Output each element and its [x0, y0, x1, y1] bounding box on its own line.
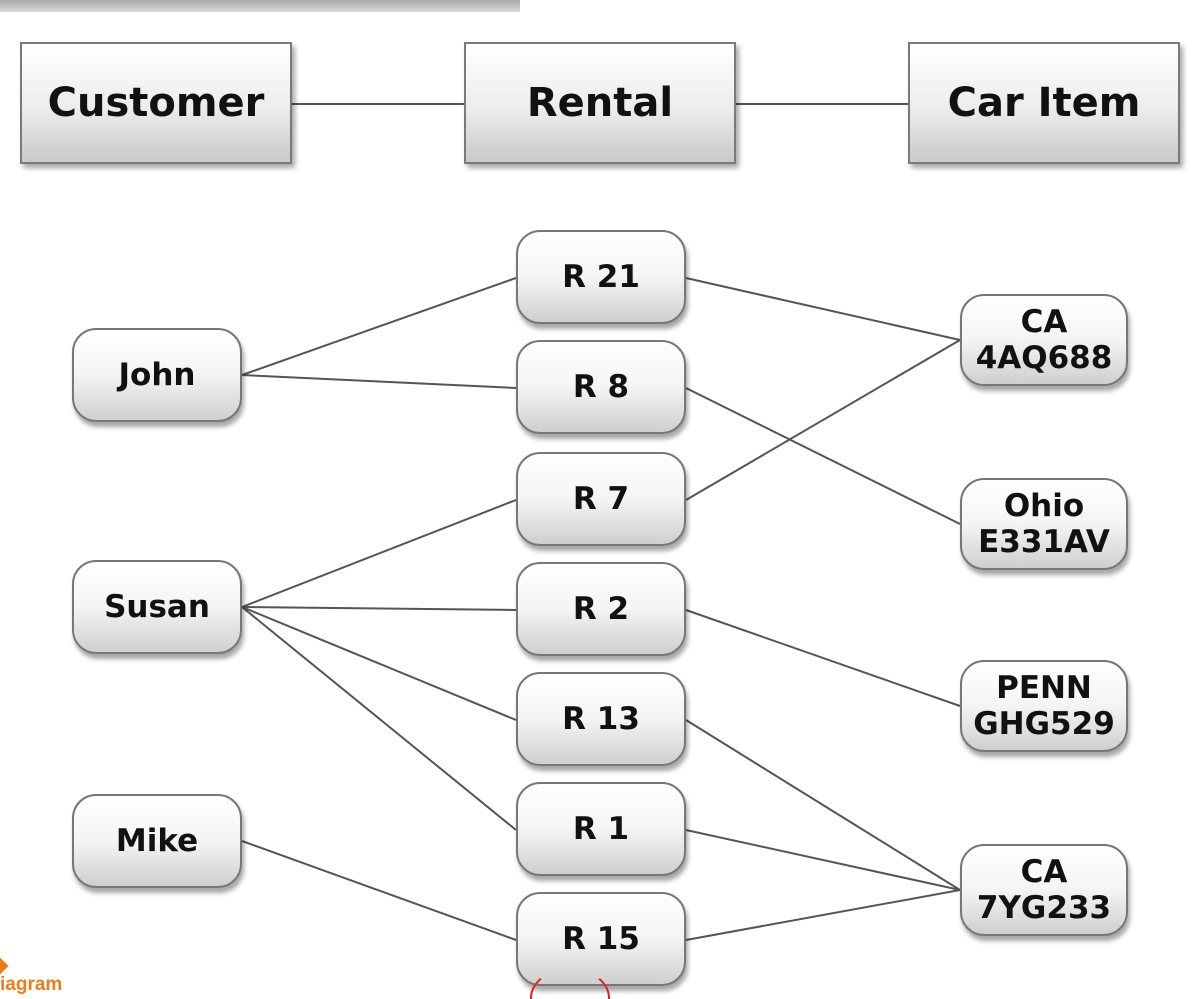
- link-2: [241, 499, 517, 608]
- customer-mike: Mike: [72, 794, 242, 888]
- link-13: [685, 889, 961, 941]
- link-3: [241, 606, 517, 611]
- car-ohio-e331av: Ohio E331AV: [960, 478, 1128, 570]
- rental-r8: R 8: [516, 340, 686, 434]
- link-1: [241, 374, 517, 389]
- top-banner-strip: [0, 0, 520, 12]
- watermark-text: iagram: [0, 974, 63, 995]
- rental-r1: R 1: [516, 782, 686, 876]
- car-penn-ghg529: PENN GHG529: [960, 660, 1128, 752]
- customer-john: John: [72, 328, 242, 422]
- link-11: [685, 719, 961, 891]
- rental-r2: R 2: [516, 562, 686, 656]
- link-5: [241, 606, 517, 831]
- customer-susan: Susan: [72, 560, 242, 654]
- rental-r7: R 7: [516, 452, 686, 546]
- car-ca-7yg233: CA 7YG233: [960, 844, 1128, 936]
- rental-r15: R 15: [516, 892, 686, 986]
- car-ca-4aq688: CA 4AQ688: [960, 294, 1128, 386]
- entity-car-item: Car Item: [908, 42, 1180, 164]
- rental-r21: R 21: [516, 230, 686, 324]
- link-7: [685, 277, 961, 341]
- link-9: [685, 387, 961, 525]
- link-12: [685, 829, 961, 891]
- link-6: [241, 840, 517, 941]
- link-8: [685, 339, 961, 501]
- instance-links: [241, 277, 961, 941]
- rental-r13: R 13: [516, 672, 686, 766]
- link-10: [685, 609, 961, 707]
- entity-rental: Rental: [464, 42, 736, 164]
- link-4: [241, 606, 517, 721]
- entity-customer: Customer: [20, 42, 292, 164]
- link-0: [241, 277, 517, 376]
